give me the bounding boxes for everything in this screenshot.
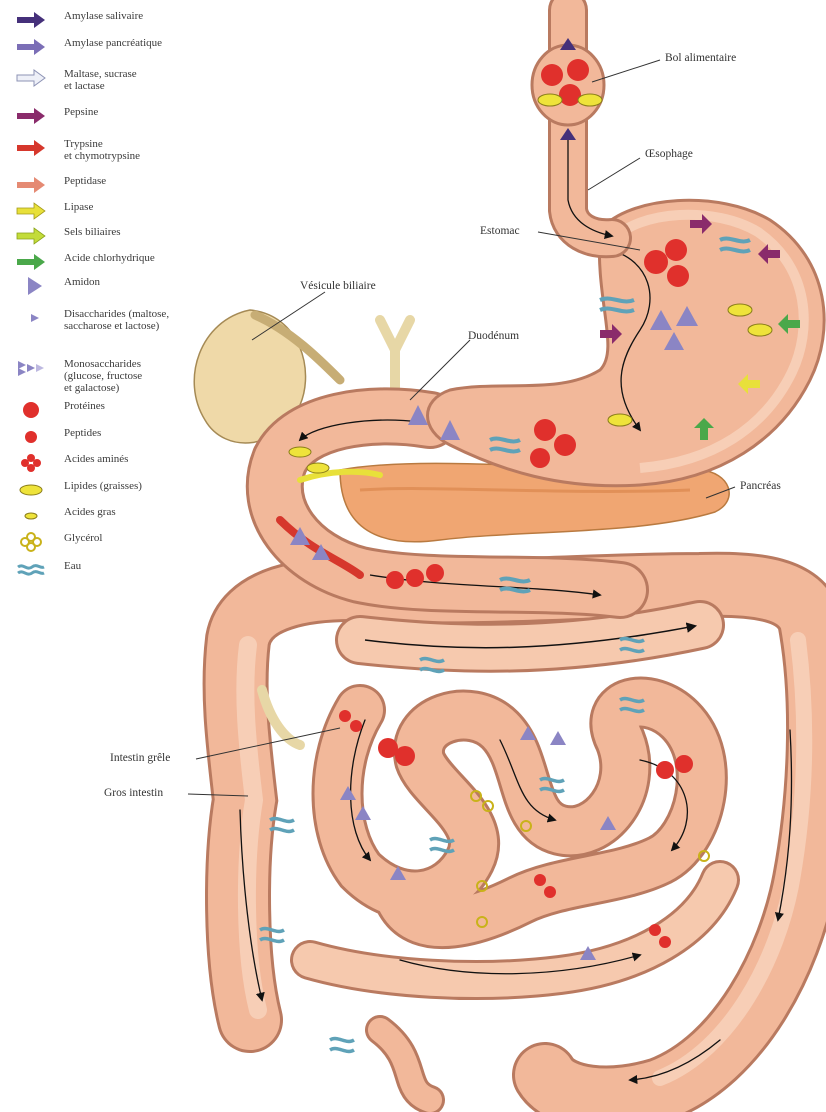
legend-label: Acides aminés — [64, 453, 214, 465]
transverse-colon — [360, 625, 700, 648]
legend-item-lipides: Lipides (graisses) — [0, 478, 215, 502]
arrow-lavender-icon — [14, 35, 48, 59]
triangle-small-icon — [14, 306, 48, 330]
arrow-navy-icon — [14, 8, 48, 32]
label-vesicule-biliaire: Vésicule biliaire — [300, 280, 376, 292]
legend-label: Glycérol — [64, 532, 214, 544]
legend-label: Monosaccharides (glucose, fructose et ga… — [64, 358, 214, 394]
legend-item-maltase: Maltase, sucrase et lactase — [0, 66, 215, 90]
label-duodenum: Duodénum — [468, 330, 519, 342]
arrow-yellowgreen-icon — [14, 224, 48, 248]
legend-label: Acides gras — [64, 506, 214, 518]
legend-label: Eau — [64, 560, 214, 572]
legend-item-monosaccharides: Monosaccharides (glucose, fructose et ga… — [0, 356, 215, 380]
circle-cluster-icon — [14, 451, 48, 475]
legend-item-trypsine: Trypsine et chymotrypsine — [0, 136, 215, 160]
ellipse-large-icon — [14, 478, 48, 502]
legend-item-lipase: Lipase — [0, 199, 215, 223]
legend-item-acides-gras: Acides gras — [0, 504, 215, 528]
legend-item-disaccharides: Disaccharides (maltose, saccharose et la… — [0, 306, 215, 330]
legend-label: Amidon — [64, 276, 214, 288]
legend-item-acides-amines: Acides aminés — [0, 451, 215, 475]
legend-item-glycerol: Glycérol — [0, 530, 215, 554]
label-bol-alimentaire: Bol alimentaire — [665, 52, 736, 64]
legend-label: Lipides (graisses) — [64, 480, 214, 492]
legend-item-amylase-pancreatique: Amylase pancréatique — [0, 35, 215, 59]
legend-label: Acide chlorhydrique — [64, 252, 214, 264]
label-estomac: Estomac — [480, 225, 520, 237]
legend-label: Pepsine — [64, 106, 214, 118]
legend-item-amidon: Amidon — [0, 274, 215, 298]
legend-item-peptides: Peptides — [0, 425, 215, 449]
legend-item-acide-chlorhydrique: Acide chlorhydrique — [0, 250, 215, 274]
legend-item-pepsine: Pepsine — [0, 104, 215, 128]
label-intestin-grele: Intestin grêle — [110, 752, 170, 764]
legend-label: Peptides — [64, 427, 214, 439]
water-waves-icon — [14, 558, 48, 582]
legend-label: Lipase — [64, 201, 214, 213]
legend-label: Amylase salivaire — [64, 10, 214, 22]
legend-item-eau: Eau — [0, 558, 215, 582]
legend-item-amylase-salivaire: Amylase salivaire — [0, 8, 215, 32]
label-pancreas: Pancréas — [740, 480, 781, 492]
arrow-yellow-icon — [14, 199, 48, 223]
circle-large-icon — [14, 398, 48, 422]
legend-item-peptidase: Peptidase — [0, 173, 215, 197]
arrow-green-icon — [14, 250, 48, 274]
legend-item-proteines: Protéines — [0, 398, 215, 422]
legend-label: Peptidase — [64, 175, 214, 187]
legend-item-sels-biliaires: Sels biliaires — [0, 224, 215, 248]
legend-label: Sels biliaires — [64, 226, 214, 238]
legend-label: Protéines — [64, 400, 214, 412]
circle-medium-icon — [14, 425, 48, 449]
legend-label: Amylase pancréatique — [64, 37, 214, 49]
triangle-large-icon — [14, 274, 48, 298]
esophagus — [532, 10, 612, 238]
arrow-salmon-icon — [14, 173, 48, 197]
ellipse-small-icon — [14, 504, 48, 528]
arrow-red-icon — [14, 136, 48, 160]
glycerol-icon — [14, 530, 48, 554]
triangle-cluster-icon — [14, 356, 48, 380]
legend-label: Disaccharides (maltose, saccharose et la… — [64, 308, 214, 332]
label-oesophage: Œsophage — [645, 148, 693, 160]
arrow-purple-icon — [14, 104, 48, 128]
legend-label: Trypsine et chymotrypsine — [64, 138, 214, 162]
label-gros-intestin: Gros intestin — [104, 787, 163, 799]
arrow-white-outline-icon — [14, 66, 48, 90]
legend-label: Maltase, sucrase et lactase — [64, 68, 214, 92]
